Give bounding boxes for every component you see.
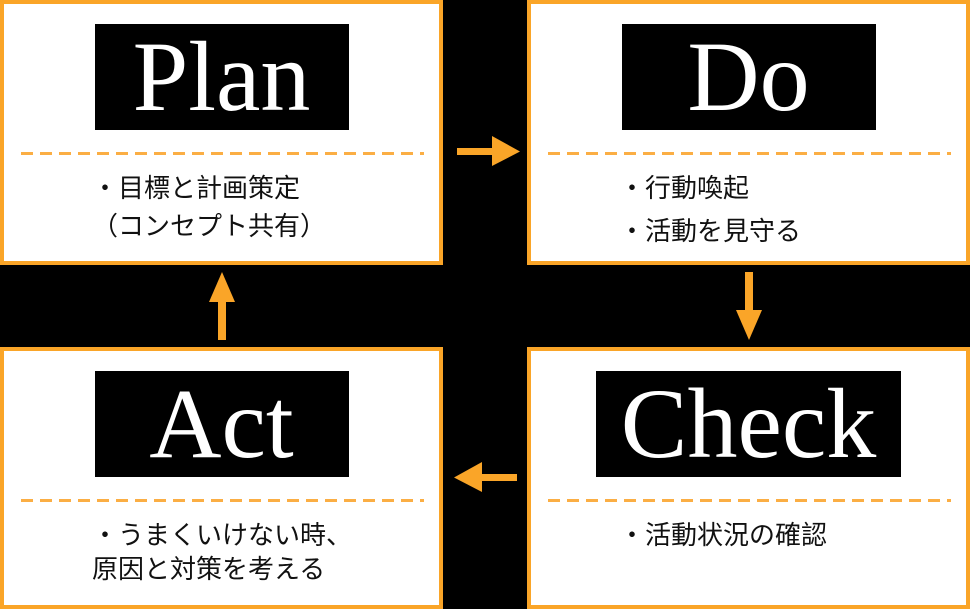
panel-do-line-1: ・行動喚起 <box>619 173 750 203</box>
panel-check-title: Check <box>595 371 902 477</box>
panel-plan: Plan ・目標と計画策定 （コンセプト共有） <box>0 0 443 265</box>
panel-act-line-2: 原因と対策を考える <box>92 554 326 584</box>
panel-check: Check ・活動状況の確認 <box>527 347 970 609</box>
panel-plan-dashed-divider <box>21 152 424 155</box>
panel-do-body: ・行動喚起 ・活動を見守る <box>531 155 966 248</box>
panel-do-line-2: ・活動を見守る <box>619 216 802 246</box>
panel-act-header: Act <box>4 371 439 477</box>
panel-check-header: Check <box>531 371 966 477</box>
panel-do: Do ・行動喚起 ・活動を見守る <box>527 0 970 265</box>
panel-check-body: ・活動状況の確認 <box>531 502 966 552</box>
panel-act-dashed-divider <box>21 499 424 502</box>
panel-do-dashed-divider <box>548 152 951 155</box>
panel-act-body: ・うまくいけない時、 原因と対策を考える <box>4 502 439 586</box>
panel-plan-header: Plan <box>4 24 439 130</box>
panel-plan-line-1: ・目標と計画策定 <box>92 173 301 203</box>
arrow-down-icon <box>736 272 762 340</box>
panel-plan-line-2: （コンセプト共有） <box>92 211 327 241</box>
panel-check-line-1: ・活動状況の確認 <box>619 520 828 550</box>
arrow-right-icon <box>457 136 520 166</box>
panel-check-dashed-divider <box>548 499 951 502</box>
panel-act-title: Act <box>94 371 349 477</box>
arrow-up-icon <box>209 272 235 340</box>
panel-do-title: Do <box>621 24 876 130</box>
arrow-left-icon <box>454 462 517 492</box>
panel-do-header: Do <box>531 24 966 130</box>
panel-act: Act ・うまくいけない時、 原因と対策を考える <box>0 347 443 609</box>
panel-plan-body: ・目標と計画策定 （コンセプト共有） <box>4 155 439 243</box>
panel-plan-title: Plan <box>94 24 349 130</box>
panel-act-line-1: ・うまくいけない時、 <box>92 520 353 550</box>
